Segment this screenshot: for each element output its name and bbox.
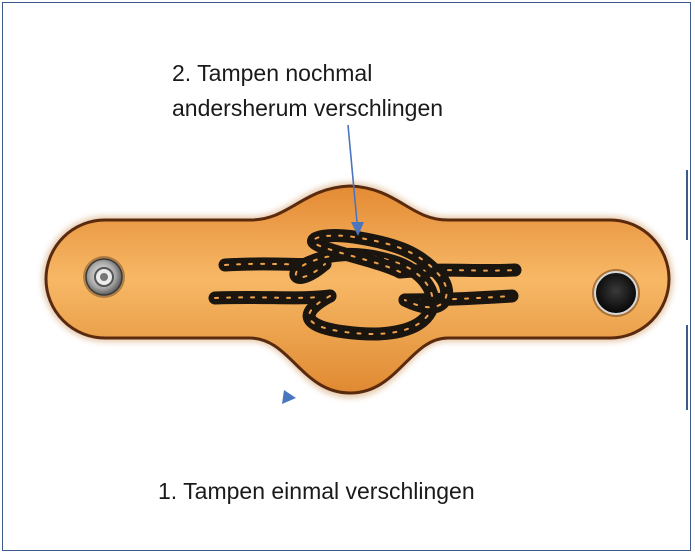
step2-caption: 2. Tampen nochmal andersherum verschling…	[172, 56, 532, 126]
step2-caption-line2: andersherum verschlingen	[172, 91, 532, 126]
step2-caption-line1: 2. Tampen nochmal	[172, 56, 532, 91]
snap-hole-icon	[592, 269, 640, 317]
step1-caption: 1. Tampen einmal verschlingen	[158, 476, 475, 506]
snap-button-icon	[83, 256, 125, 298]
pointer-triangle-icon	[282, 390, 296, 404]
